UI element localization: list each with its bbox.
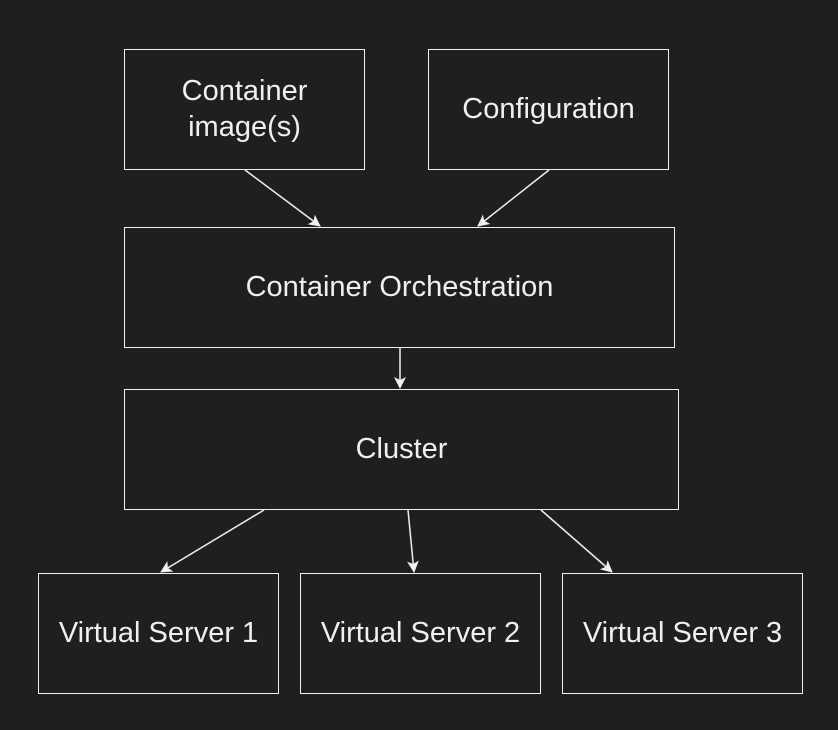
node-virtual-server-3[interactable]: Virtual Server 3	[562, 573, 803, 694]
node-container-orchestration[interactable]: Container Orchestration	[124, 227, 675, 348]
edge-configuration-to-orchestration	[477, 169, 550, 227]
node-cluster[interactable]: Cluster	[124, 389, 679, 510]
node-virtual-server-1[interactable]: Virtual Server 1	[38, 573, 279, 694]
node-label-line2: image(s)	[188, 110, 301, 143]
node-container-images[interactable]: Container image(s)	[124, 49, 365, 170]
edge-cluster-to-vs2	[406, 509, 419, 573]
edge-cluster-to-vs1	[160, 509, 265, 573]
node-label: Virtual Server 2	[320, 616, 521, 649]
edge-cluster-to-vs3	[540, 509, 613, 573]
node-label-line1: Container	[181, 75, 308, 108]
node-configuration[interactable]: Configuration	[428, 49, 669, 170]
node-label: Container Orchestration	[245, 270, 554, 303]
node-virtual-server-2[interactable]: Virtual Server 2	[300, 573, 541, 694]
node-label: Cluster	[355, 432, 448, 465]
node-label: Virtual Server 3	[582, 616, 783, 649]
node-label: Virtual Server 1	[58, 616, 259, 649]
edge-images-to-orchestration	[244, 169, 321, 227]
node-label: Configuration	[462, 92, 635, 125]
